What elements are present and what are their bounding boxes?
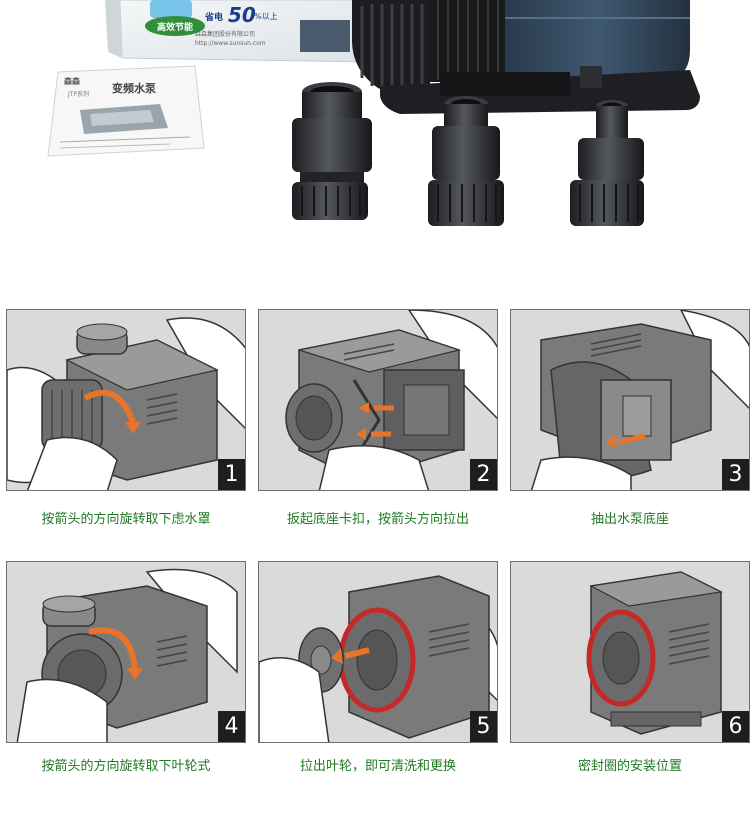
step-5-illustration bbox=[259, 575, 497, 742]
rotate-arrow-2 bbox=[88, 627, 138, 671]
box-company-text: 森森集团股份有限公司 bbox=[195, 30, 255, 38]
step-caption-1: 按箭头的方向旋转取下虑水罩 bbox=[41, 512, 211, 527]
step-6-illustration bbox=[586, 571, 723, 735]
step-panel-3: 3 bbox=[510, 309, 750, 491]
retail-box: 高效节能 省电 50 %以上 森森集团股份有限公司 http://www.sun… bbox=[105, 0, 373, 63]
step-caption-3: 抽出水泵底座 bbox=[590, 512, 669, 527]
step-1-illustration bbox=[7, 317, 245, 490]
instruction-manual: 森森 变频水泵 JTP系列 bbox=[47, 65, 205, 157]
step-caption-5: 拉出叶轮，即可清洗和更换 bbox=[299, 759, 456, 774]
step-panel-6: 6 bbox=[510, 561, 750, 743]
box-saving-text: 省电 bbox=[204, 11, 223, 23]
step-4-illustration bbox=[16, 568, 238, 742]
eco-badge bbox=[145, 16, 205, 36]
step-number-5: 5 bbox=[470, 711, 497, 742]
step-number-3: 3 bbox=[722, 459, 749, 490]
box-saving-number: 50 bbox=[228, 3, 256, 27]
step-panel-2: 2 bbox=[258, 309, 498, 491]
pull-out-arrow bbox=[344, 647, 370, 659]
step-panel-1: 1 bbox=[6, 309, 246, 491]
manual-brand-text: 森森 bbox=[64, 76, 81, 86]
step-number-1: 1 bbox=[218, 459, 245, 490]
step-panel-5: 5 bbox=[258, 561, 498, 743]
step-number-4: 4 bbox=[218, 711, 245, 742]
hose-adapter-large bbox=[292, 82, 372, 220]
box-saving-suffix: %以上 bbox=[254, 12, 278, 21]
manual-title-text: 变频水泵 bbox=[112, 81, 156, 95]
step-caption-6: 密封圈的安装位置 bbox=[577, 759, 682, 774]
hose-adapter-medium bbox=[428, 96, 504, 226]
step-caption-4: 按箭头的方向旋转取下叶轮式 bbox=[41, 759, 211, 774]
slide-out-arrow bbox=[618, 433, 646, 445]
step-number-6: 6 bbox=[722, 711, 749, 742]
step-3-illustration bbox=[530, 310, 749, 490]
pump-body bbox=[352, 0, 700, 114]
product-photo-drawing: 高效节能 省电 50 %以上 森森集团股份有限公司 http://www.sun… bbox=[47, 0, 700, 226]
step-caption-2: 扳起底座卡扣，按箭头方向拉出 bbox=[286, 512, 469, 527]
box-badge-text: 高效节能 bbox=[157, 21, 193, 33]
step-number-2: 2 bbox=[470, 459, 497, 490]
step-2-illustration bbox=[285, 310, 497, 490]
hose-adapter-small bbox=[570, 100, 644, 226]
product-photo: 高效节能 省电 50 %以上 森森集团股份有限公司 http://www.sun… bbox=[0, 0, 750, 250]
manual-series-text: JTP系列 bbox=[67, 90, 89, 98]
box-website-text: http://www.sunsun.com bbox=[195, 40, 266, 47]
rotate-arrow bbox=[83, 389, 136, 424]
step-panel-4: 4 bbox=[6, 561, 246, 743]
